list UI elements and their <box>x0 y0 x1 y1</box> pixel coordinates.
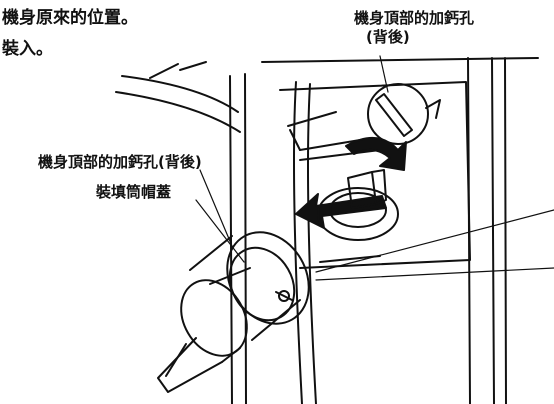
label-calcium-port-top-note: (背後) <box>366 28 410 46</box>
calcium-port-knob <box>367 83 441 145</box>
rotate-arrow-icon <box>345 137 407 171</box>
label-calcium-port-top: 機身頂部的加鈣孔 <box>354 9 475 27</box>
mounting-port <box>317 169 399 241</box>
instruction-line-2: 裝入。 <box>2 39 53 59</box>
cartridge-cap <box>157 231 310 393</box>
leader-lines <box>195 55 554 281</box>
label-cartridge-cap: 裝填筒帽蓋 <box>96 183 172 201</box>
instruction-line-1: 機身原來的位置。 <box>2 8 138 28</box>
label-calcium-port-left: 機身頂部的加鈣孔(背後) <box>38 153 202 171</box>
